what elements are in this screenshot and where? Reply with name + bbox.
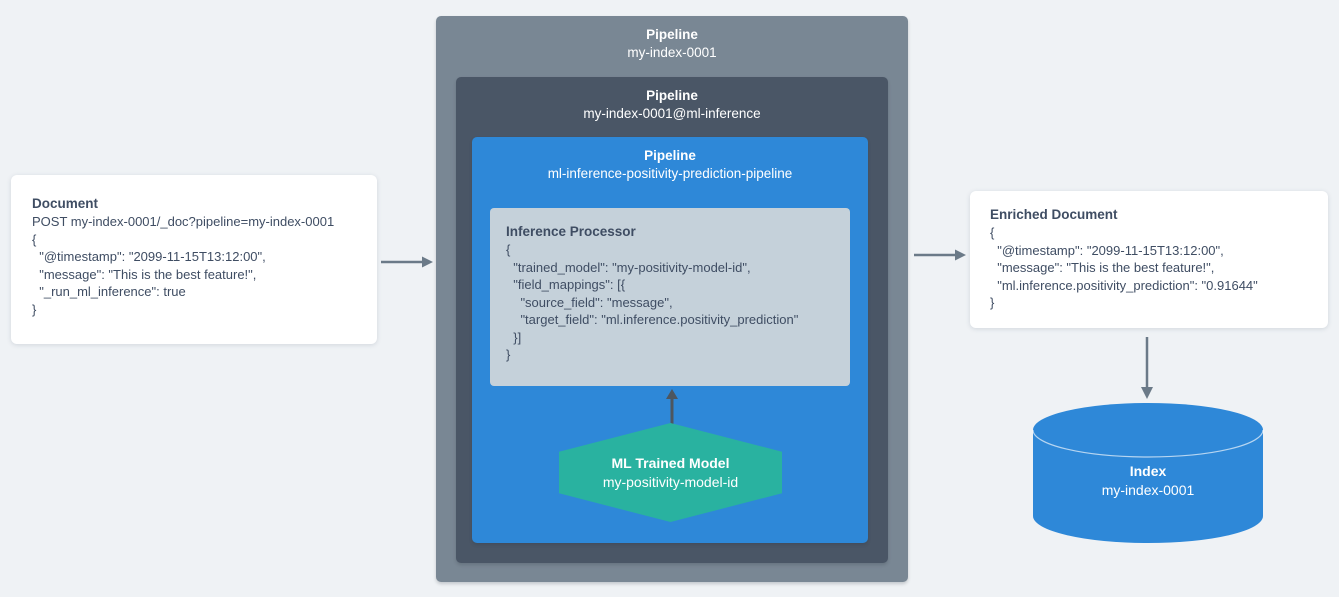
pipeline-positivity-name: ml-inference-positivity-prediction-pipel… — [547, 166, 793, 181]
pipeline-outer-header: Pipeline my-index-0001 — [436, 16, 908, 62]
pipeline-outer-label: Pipeline — [646, 27, 698, 42]
index-label: Index my-index-0001 — [1032, 462, 1264, 500]
pipeline-ml-inference-header: Pipeline my-index-0001@ml-inference — [456, 77, 888, 123]
pipeline-ml-inference-name: my-index-0001@ml-inference — [583, 106, 761, 121]
enriched-document-code: { "@timestamp": "2099-11-15T13:12:00", "… — [990, 225, 1258, 310]
document-box: Document POST my-index-0001/_doc?pipelin… — [11, 175, 377, 344]
ml-trained-model-name: my-positivity-model-id — [602, 473, 739, 490]
arrow-right-icon — [914, 249, 966, 261]
arrow-right-icon — [381, 256, 433, 268]
index-name: my-index-0001 — [1101, 482, 1195, 498]
pipeline-ml-inference-label: Pipeline — [646, 88, 698, 103]
pipeline-positivity-header: Pipeline ml-inference-positivity-predict… — [472, 137, 868, 183]
document-title: Document — [32, 196, 99, 211]
document-code: POST my-index-0001/_doc?pipeline=my-inde… — [32, 214, 335, 317]
pipeline-outer-name: my-index-0001 — [627, 45, 717, 60]
enriched-document-title: Enriched Document — [990, 207, 1118, 222]
index-title: Index — [1129, 463, 1167, 479]
inference-processor-title: Inference Processor — [506, 224, 636, 239]
ml-trained-model-label: ML Trained Model — [611, 454, 730, 471]
inference-processor-code: { "trained_model": "my-positivity-model-… — [506, 242, 799, 362]
pipeline-outer-box: Pipeline my-index-0001 Pipeline my-index… — [436, 16, 908, 582]
inference-processor-box: Inference Processor { "trained_model": "… — [490, 208, 850, 386]
arrow-up-icon — [666, 389, 678, 424]
pipeline-ml-inference-box: Pipeline my-index-0001@ml-inference Pipe… — [456, 77, 888, 563]
pipeline-positivity-label: Pipeline — [644, 148, 696, 163]
arrow-down-icon — [1141, 337, 1153, 399]
index-cylinder-icon — [1032, 403, 1264, 543]
enriched-document-box: Enriched Document { "@timestamp": "2099-… — [970, 191, 1328, 328]
